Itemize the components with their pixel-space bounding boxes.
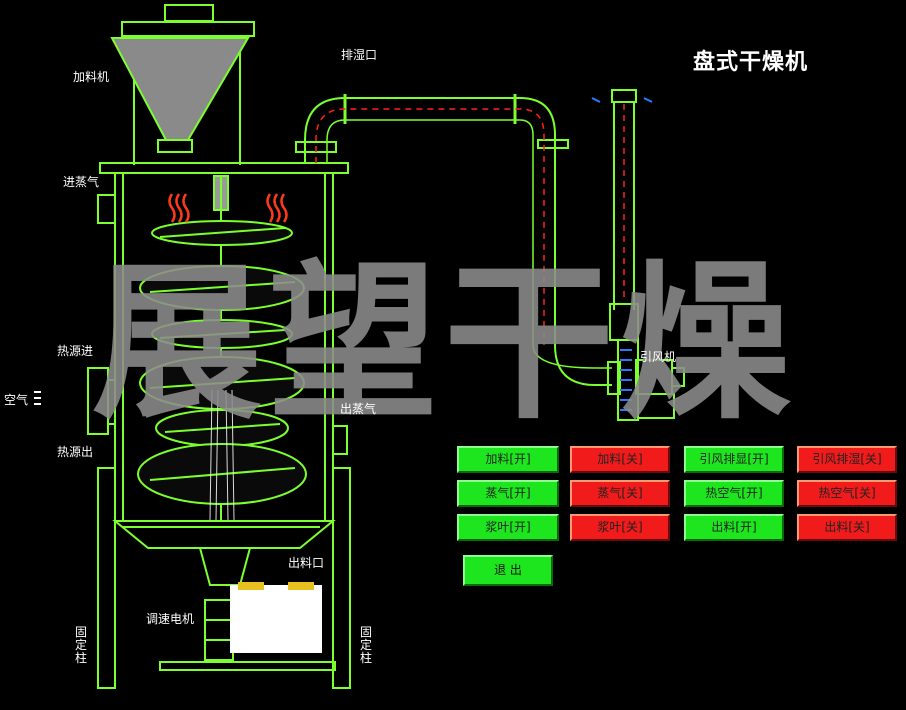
fan-exhaust-on-button[interactable]: 引风排显[开] <box>684 446 784 473</box>
feed-on-button[interactable]: 加料[开] <box>457 446 559 473</box>
label-column-right: 固定柱 <box>360 625 373 665</box>
fan-exhaust-off-button[interactable]: 引风排湿[关] <box>797 446 897 473</box>
discharge-off-button[interactable]: 出料[关] <box>797 514 897 541</box>
paddle-off-button[interactable]: 浆叶[关] <box>570 514 670 541</box>
feed-off-button[interactable]: 加料[关] <box>570 446 670 473</box>
label-heat-in: 热源进 <box>57 344 94 358</box>
label-exhaust: 排湿口 <box>341 48 378 62</box>
label-heat-out: 热源出 <box>57 445 94 459</box>
label-motor: 调速电机 <box>146 612 195 626</box>
paddle-on-button[interactable]: 浆叶[开] <box>457 514 559 541</box>
label-air: 空气 <box>4 393 29 407</box>
hot-air-off-button[interactable]: 热空气[关] <box>797 480 897 507</box>
page-title: 盘式干燥机 <box>693 49 809 75</box>
steam-off-button[interactable]: 蒸气[关] <box>570 480 670 507</box>
hot-air-on-button[interactable]: 热空气[开] <box>684 480 784 507</box>
label-feeder: 加料机 <box>73 70 110 84</box>
label-steam-in: 进蒸气 <box>63 175 100 189</box>
discharge-on-button[interactable]: 出料[开] <box>684 514 784 541</box>
label-discharge: 出料口 <box>288 556 325 570</box>
label-fan: 引风机 <box>640 350 677 364</box>
watermark: 展望干燥 <box>92 245 797 443</box>
label-column-left: 固定柱 <box>75 625 88 665</box>
steam-on-button[interactable]: 蒸气[开] <box>457 480 559 507</box>
exit-button[interactable]: 退 出 <box>463 555 553 586</box>
label-steam-out: 出蒸气 <box>340 402 377 416</box>
